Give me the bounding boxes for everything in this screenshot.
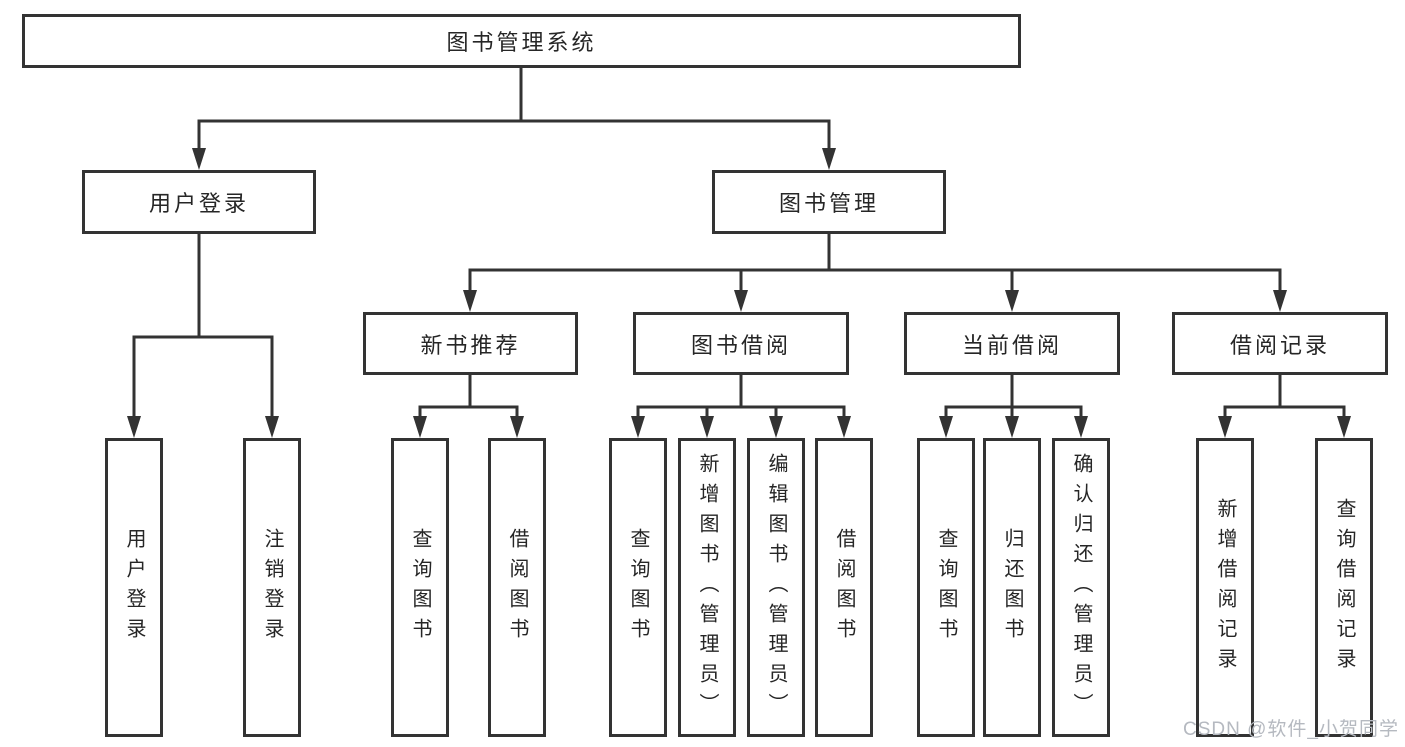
connector-book-management-branch [468, 234, 1282, 293]
node-book-borrowing: 图书借阅 [633, 312, 849, 375]
leaf-borrow-books-borrowing: 借阅图书 [815, 438, 873, 737]
leaf-query-borrow-record: 查询借阅记录 [1315, 438, 1373, 737]
leaf-label: 新增借阅记录 [1214, 497, 1236, 678]
node-library-management-system: 图书管理系统 [22, 14, 1021, 68]
leaf-label: 查询借阅记录 [1333, 497, 1355, 678]
connector-new-book-branch [418, 375, 519, 420]
node-borrowing-records: 借阅记录 [1172, 312, 1388, 375]
arrowheads [127, 148, 1351, 438]
connector-book-borrowing-branch [636, 375, 846, 420]
connector-root-to-level2 [197, 68, 831, 150]
leaf-label: 借阅图书 [833, 527, 855, 648]
node-label: 当前借阅 [961, 332, 1062, 358]
leaf-label: 确认归还（管理员） [1070, 452, 1092, 723]
leaf-label: 新增图书（管理员） [696, 452, 718, 723]
node-new-book-recommendation: 新书推荐 [363, 312, 578, 375]
node-book-management: 图书管理 [712, 170, 946, 234]
leaf-query-books-borrowing: 查询图书 [609, 438, 667, 737]
node-label: 用户登录 [148, 191, 249, 216]
connector-borrowing-records-branch [1223, 375, 1346, 420]
node-label: 图书借阅 [690, 332, 791, 358]
leaf-add-books-admin: 新增图书（管理员） [678, 438, 736, 737]
leaf-label: 查询图书 [935, 527, 957, 648]
leaf-label: 用户登录 [123, 527, 145, 648]
node-user-login: 用户登录 [82, 170, 316, 234]
node-label: 新书推荐 [420, 332, 521, 358]
leaf-borrow-books-recommend: 借阅图书 [488, 438, 546, 737]
connector-current-borrowing-branch [944, 375, 1083, 420]
leaf-label: 借阅图书 [506, 527, 528, 648]
leaf-confirm-return-admin: 确认归还（管理员） [1052, 438, 1110, 737]
leaf-label: 编辑图书（管理员） [765, 452, 787, 723]
node-label: 图书管理 [778, 191, 879, 216]
node-current-borrowing: 当前借阅 [904, 312, 1120, 375]
leaf-label: 查询图书 [409, 527, 431, 648]
leaf-label: 归还图书 [1001, 527, 1023, 648]
leaf-label: 查询图书 [627, 527, 649, 648]
node-label: 借阅记录 [1229, 332, 1330, 358]
leaf-user-login: 用户登录 [105, 438, 163, 737]
csdn-watermark: CSDN @软件_小贺同学 [1183, 719, 1399, 740]
leaf-logout: 注销登录 [243, 438, 301, 737]
leaf-edit-books-admin: 编辑图书（管理员） [747, 438, 805, 737]
connector-user-login-branch [132, 234, 274, 420]
leaf-query-books-recommend: 查询图书 [391, 438, 449, 737]
leaf-label: 注销登录 [261, 527, 283, 648]
leaf-add-borrow-record: 新增借阅记录 [1196, 438, 1254, 737]
leaf-return-books: 归还图书 [983, 438, 1041, 737]
node-label: 图书管理系统 [446, 30, 597, 55]
leaf-query-books-current: 查询图书 [917, 438, 975, 737]
